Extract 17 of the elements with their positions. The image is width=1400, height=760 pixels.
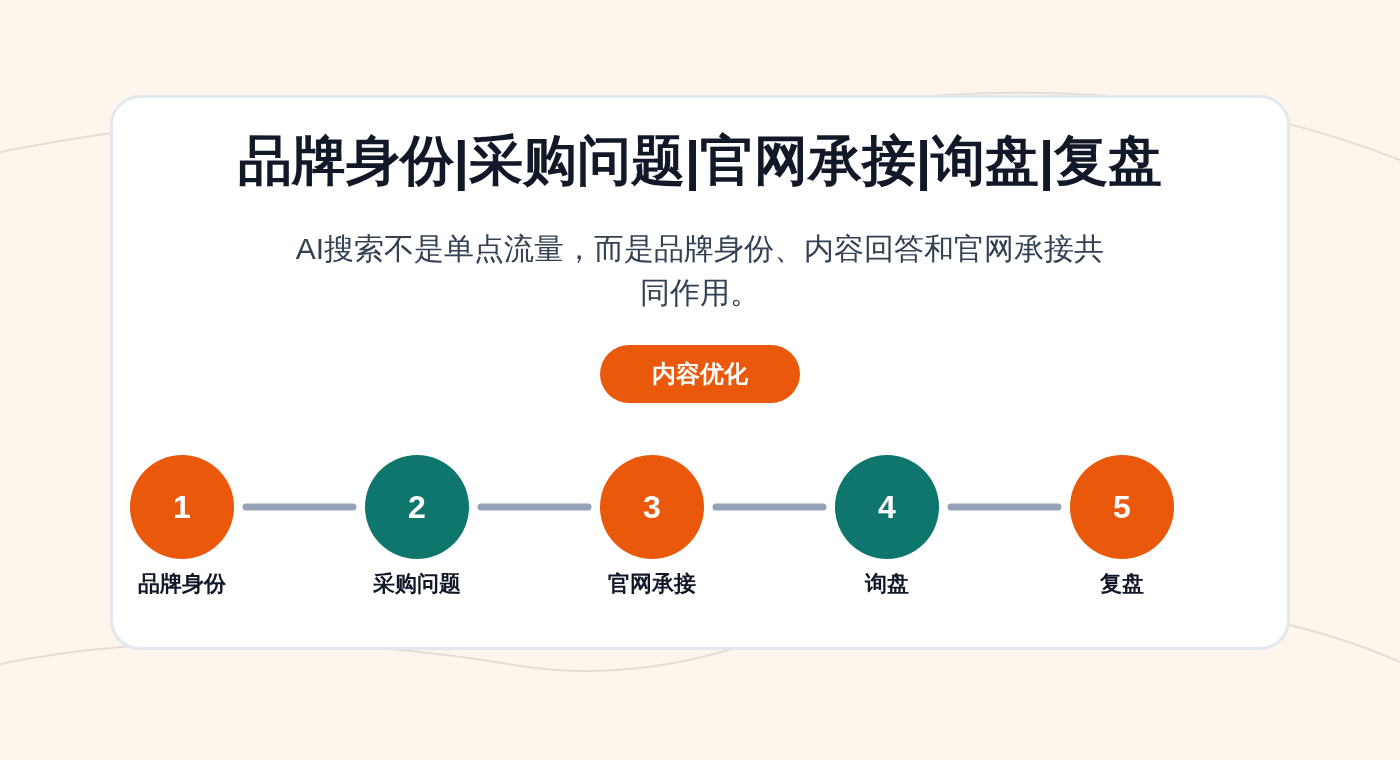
action-button: 内容优化 [600,345,800,403]
connector-line [477,503,592,511]
title: 品牌身份|采购问题|官网承接|询盘|复盘 [237,129,1163,191]
step-circle: 5 [1070,455,1174,559]
step-circle: 2 [365,455,469,559]
step-label: 询盘 [865,570,909,598]
step-label: 品牌身份 [138,570,226,598]
step-label: 复盘 [1100,570,1144,598]
connector-line [712,503,827,511]
subtitle-text: AI搜索不是单点流量，而是品牌身份、内容回答和官网承接共同作用。 [294,231,1106,311]
step-label: 官网承接 [608,570,696,598]
connector-line [242,503,357,511]
connector-line [947,503,1062,511]
step-circle: 4 [835,455,939,559]
step-circle: 3 [600,455,704,559]
step-label: 采购问题 [373,570,461,598]
step-circle: 1 [130,455,234,559]
